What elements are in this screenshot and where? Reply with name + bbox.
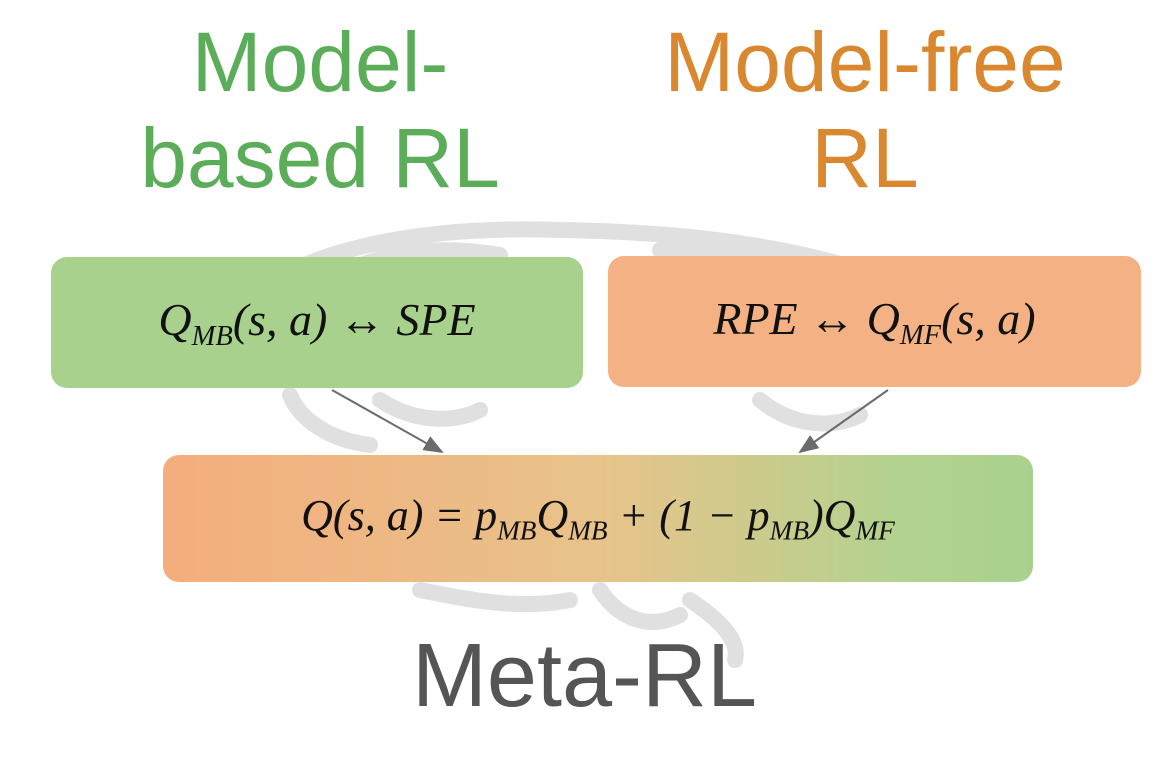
meta-rl-label: Meta-RL (411, 626, 758, 726)
model-based-heading-line1: Model- (191, 15, 449, 109)
model-based-equation-box: QMB(s, a) ↔ SPE (51, 257, 583, 388)
meta-equation: Q(s, a) = pMBQMB + (1 − pMB)QMF (301, 491, 895, 546)
model-based-heading: Model- based RL (60, 14, 580, 206)
model-free-equation: RPE ↔ QMF(s, a) (713, 292, 1036, 351)
meta-equation-box: Q(s, a) = pMBQMB + (1 − pMB)QMF (163, 455, 1033, 582)
model-free-heading-line2: RL (811, 111, 919, 205)
model-free-heading-line1: Model-free (664, 15, 1066, 109)
model-based-equation: QMB(s, a) ↔ SPE (158, 293, 476, 352)
model-free-equation-box: RPE ↔ QMF(s, a) (608, 256, 1141, 387)
model-free-heading: Model-free RL (600, 14, 1130, 206)
model-based-heading-line2: based RL (140, 111, 500, 205)
